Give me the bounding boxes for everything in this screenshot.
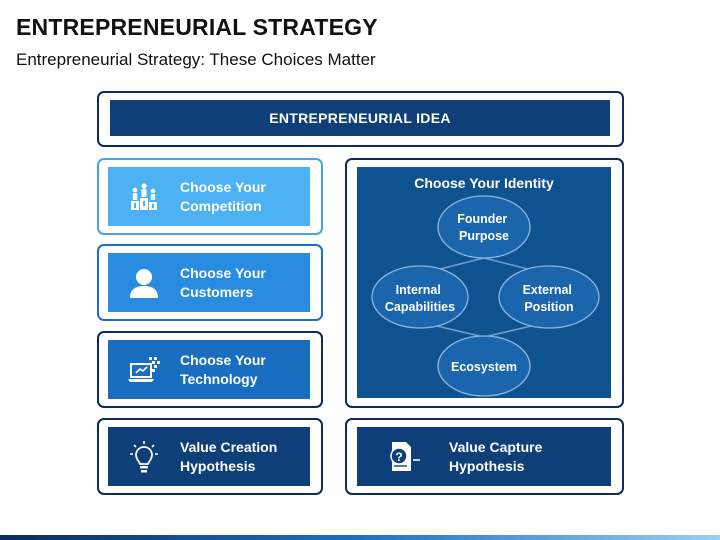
question-document-icon: ?	[357, 440, 449, 474]
founder-line-1: Founder	[457, 212, 507, 226]
external-label: External Position	[523, 283, 576, 314]
ecosystem-label: Ecosystem	[451, 360, 517, 374]
identity-diagram: Founder Purpose Internal Capabilities Ex…	[371, 195, 600, 397]
founder-line-2: Purpose	[459, 229, 509, 243]
choose-customers-label: Choose Your Customers	[180, 264, 266, 300]
internal-line-1: Internal	[396, 283, 441, 297]
laptop-icon	[108, 356, 180, 384]
choose-identity-title: Choose Your Identity	[414, 175, 554, 191]
decorative-bottom-bar	[0, 535, 720, 540]
founder-label: Founder Purpose	[457, 212, 510, 243]
internal-label: Internal Capabilities	[385, 283, 455, 314]
choose-technology-box: Choose Your Technology	[108, 340, 310, 399]
value-creation-label: Value Creation Hypothesis	[180, 438, 278, 474]
lightbulb-icon	[108, 440, 180, 474]
choose-competition-label: Choose Your Competition	[180, 178, 266, 214]
node-internal-capabilities	[371, 265, 469, 329]
page-subtitle: Entrepreneurial Strategy: These Choices …	[16, 50, 376, 69]
choose-customers-box: Choose Your Customers	[108, 253, 310, 312]
node-external-position	[498, 265, 600, 329]
user-icon	[108, 267, 180, 299]
entrepreneurial-idea-label: ENTREPRENEURIAL IDEA	[269, 110, 451, 126]
value-creation-box: Value Creation Hypothesis	[108, 427, 310, 486]
podium-icon	[108, 182, 180, 211]
node-founder-purpose	[437, 195, 531, 259]
choose-identity-panel: Choose Your Identity Founder Purpose Int…	[357, 167, 611, 398]
external-line-2: Position	[524, 300, 573, 314]
page-title: ENTREPRENEURIAL STRATEGY	[16, 14, 378, 40]
choose-competition-box: Choose Your Competition	[108, 167, 310, 226]
external-line-1: External	[523, 283, 572, 297]
value-capture-label: Value Capture Hypothesis	[449, 438, 543, 474]
entrepreneurial-idea-box: ENTREPRENEURIAL IDEA	[110, 100, 610, 136]
internal-line-2: Capabilities	[385, 300, 455, 314]
node-ecosystem	[437, 335, 531, 397]
value-capture-box: ? Value Capture Hypothesis	[357, 427, 611, 486]
choose-technology-label: Choose Your Technology	[180, 351, 266, 387]
svg-text:?: ?	[395, 450, 402, 464]
